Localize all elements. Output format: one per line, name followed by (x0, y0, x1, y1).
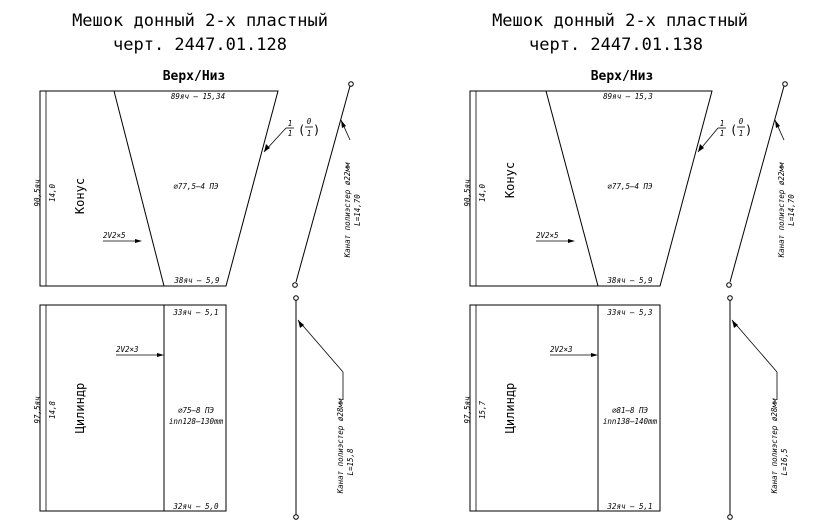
edge-ratio-paren-num: 0 (739, 117, 744, 126)
rope-end-ring (293, 514, 299, 520)
rope-line (729, 85, 785, 283)
rope-end-ring (727, 295, 733, 301)
cylinder-name: Цилиндр (503, 383, 517, 434)
edge-ratio-num: 1 (720, 119, 725, 128)
cylinder-height-dimension: 97,5яч 15,7 (463, 304, 487, 512)
rope-end-ring (782, 81, 788, 87)
cone-panel: 89яч – 15,34 38яч – 5,9 ∅77,5–4 ПЭ Конус… (33, 90, 320, 287)
rope-top: Канат полиэстер ø22мм L=14,70 (292, 81, 362, 288)
rope-bottom: Канат полиэстер ø28мм L=15,8 (293, 295, 355, 520)
cone-height-outer: 90,5яч (33, 179, 42, 207)
cone-height-dimension: 90,5яч 14,0 (463, 90, 487, 287)
cone-panel: 89яч – 15,3 38яч – 5,9 ∅77,5–4 ПЭ Конус … (463, 90, 752, 287)
edge-ratio-num: 1 (288, 119, 293, 128)
cone-height-inner: 14,0 (48, 183, 57, 202)
cone-seam-line (113, 90, 165, 287)
rope-end-ring (293, 295, 299, 301)
rope-line (295, 85, 351, 283)
cone-height-outer: 90,5яч (463, 179, 472, 207)
cylinder-outline (469, 304, 661, 512)
rope-end-ring (348, 81, 354, 87)
cylinder-name: Цилиндр (73, 383, 87, 434)
rope-bottom-label: Канат полиэстер ø28мм (336, 398, 345, 494)
cone-name: Конус (503, 162, 517, 198)
drawing-right: Мешок донный 2-х пластный черт. 2447.01.… (463, 11, 796, 520)
drawing-number: черт. 2447.01.138 (529, 35, 703, 55)
rope-bottom: Канат полиэстер ø28мм L=16,5 (727, 295, 789, 520)
rope-bottom-length: L=15,8 (346, 448, 355, 476)
cylinder-top-label: 33яч – 5,1 (172, 308, 218, 317)
cone-height-inner: 14,0 (478, 183, 487, 202)
cylinder-seam-label: 2V2×3 (550, 345, 573, 354)
cone-top-label: 89яч – 15,3 (603, 92, 653, 101)
svg-text:): ) (313, 123, 320, 137)
cone-seam-label: 2V2×5 (536, 231, 559, 240)
cylinder-bottom-label: 32яч – 5,0 (172, 502, 219, 511)
cylinder-panel: 33яч – 5,1 32яч – 5,0 ∅75–8 ПЭ іnn128–13… (33, 304, 227, 512)
svg-text:(: ( (298, 123, 305, 137)
svg-text:): ) (745, 123, 752, 137)
cone-mesh-label: ∅77,5–4 ПЭ (607, 182, 653, 191)
cone-outline (469, 90, 713, 287)
edge-ratio-paren-den: 1 (307, 129, 312, 138)
cone-mesh-label: ∅77,5–4 ПЭ (173, 182, 219, 191)
view-label: Верх/Низ (163, 69, 226, 84)
edge-ratio-den: 1 (288, 129, 293, 138)
cylinder-mesh-label-2: іnn128–130mm (169, 417, 224, 426)
cylinder-top-label: 33яч – 5,3 (606, 308, 653, 317)
rope-bottom-length: L=16,5 (780, 448, 789, 476)
cylinder-height-outer: 97,5яч (33, 396, 42, 424)
cylinder-seam-label: 2V2×3 (116, 345, 139, 354)
cylinder-seam-callout: 2V2×3 (116, 345, 164, 357)
edge-ratio-paren-den: 1 (739, 129, 744, 138)
cylinder-height-dimension: 97,5яч 14,8 (33, 304, 57, 512)
drawing-title: Мешок донный 2-х пластный (72, 11, 328, 31)
edge-ratio-paren-num: 0 (307, 117, 312, 126)
cylinder-height-outer: 97,5яч (463, 396, 472, 424)
cylinder-seam-callout: 2V2×3 (550, 345, 598, 357)
drawing-title: Мешок донный 2-х пластный (492, 11, 748, 31)
cone-bottom-label: 38яч – 5,9 (606, 276, 653, 285)
drawing-left: Мешок донный 2-х пластный черт. 2447.01.… (33, 11, 362, 520)
rope-top: Канат полиэстер ø22мм L=14,70 (726, 81, 796, 288)
view-label: Верх/Низ (591, 69, 654, 84)
svg-text:(: ( (730, 123, 737, 137)
cone-height-dimension: 90,5яч 14,0 (33, 90, 57, 287)
rope-end-ring (726, 282, 732, 288)
cylinder-bottom-label: 32яч – 5,1 (606, 502, 652, 511)
cone-seam-callout: 2V2×5 (536, 231, 575, 243)
cone-seam-label: 2V2×5 (103, 231, 126, 240)
cone-top-label: 89яч – 15,34 (171, 92, 225, 101)
rope-top-length: L=14,70 (353, 194, 362, 226)
cylinder-mesh-label-2: іnn138–140mm (603, 417, 658, 426)
cone-edge-callout: 1 1 ( 0 1 ) (697, 117, 752, 153)
cylinder-outline (39, 304, 227, 512)
cone-outline (39, 90, 279, 287)
rope-end-ring (292, 282, 298, 288)
rope-top-label: Канат полиэстер ø22мм (777, 162, 786, 258)
rope-end-ring (727, 514, 733, 520)
rope-top-label: Канат полиэстер ø22мм (343, 162, 352, 258)
cylinder-panel: 33яч – 5,3 32яч – 5,1 ∅81–8 ПЭ іnn138–14… (463, 304, 661, 512)
drawing-number: черт. 2447.01.128 (113, 35, 287, 55)
cone-name: Конус (73, 178, 87, 214)
cylinder-height-inner: 14,8 (48, 400, 57, 419)
cylinder-height-inner: 15,7 (478, 400, 487, 419)
cone-seam-line (545, 90, 599, 287)
edge-ratio-den: 1 (720, 129, 725, 138)
cone-edge-callout: 1 1 ( 0 1 ) (263, 117, 320, 153)
cylinder-mesh-label: ∅81–8 ПЭ (612, 406, 649, 415)
rope-top-length: L=14,70 (787, 194, 796, 226)
cylinder-mesh-label: ∅75–8 ПЭ (178, 406, 215, 415)
rope-bottom-label: Канат полиэстер ø28мм (770, 398, 779, 494)
cone-seam-callout: 2V2×5 (103, 231, 142, 243)
cone-bottom-label: 38яч – 5,9 (173, 276, 220, 285)
